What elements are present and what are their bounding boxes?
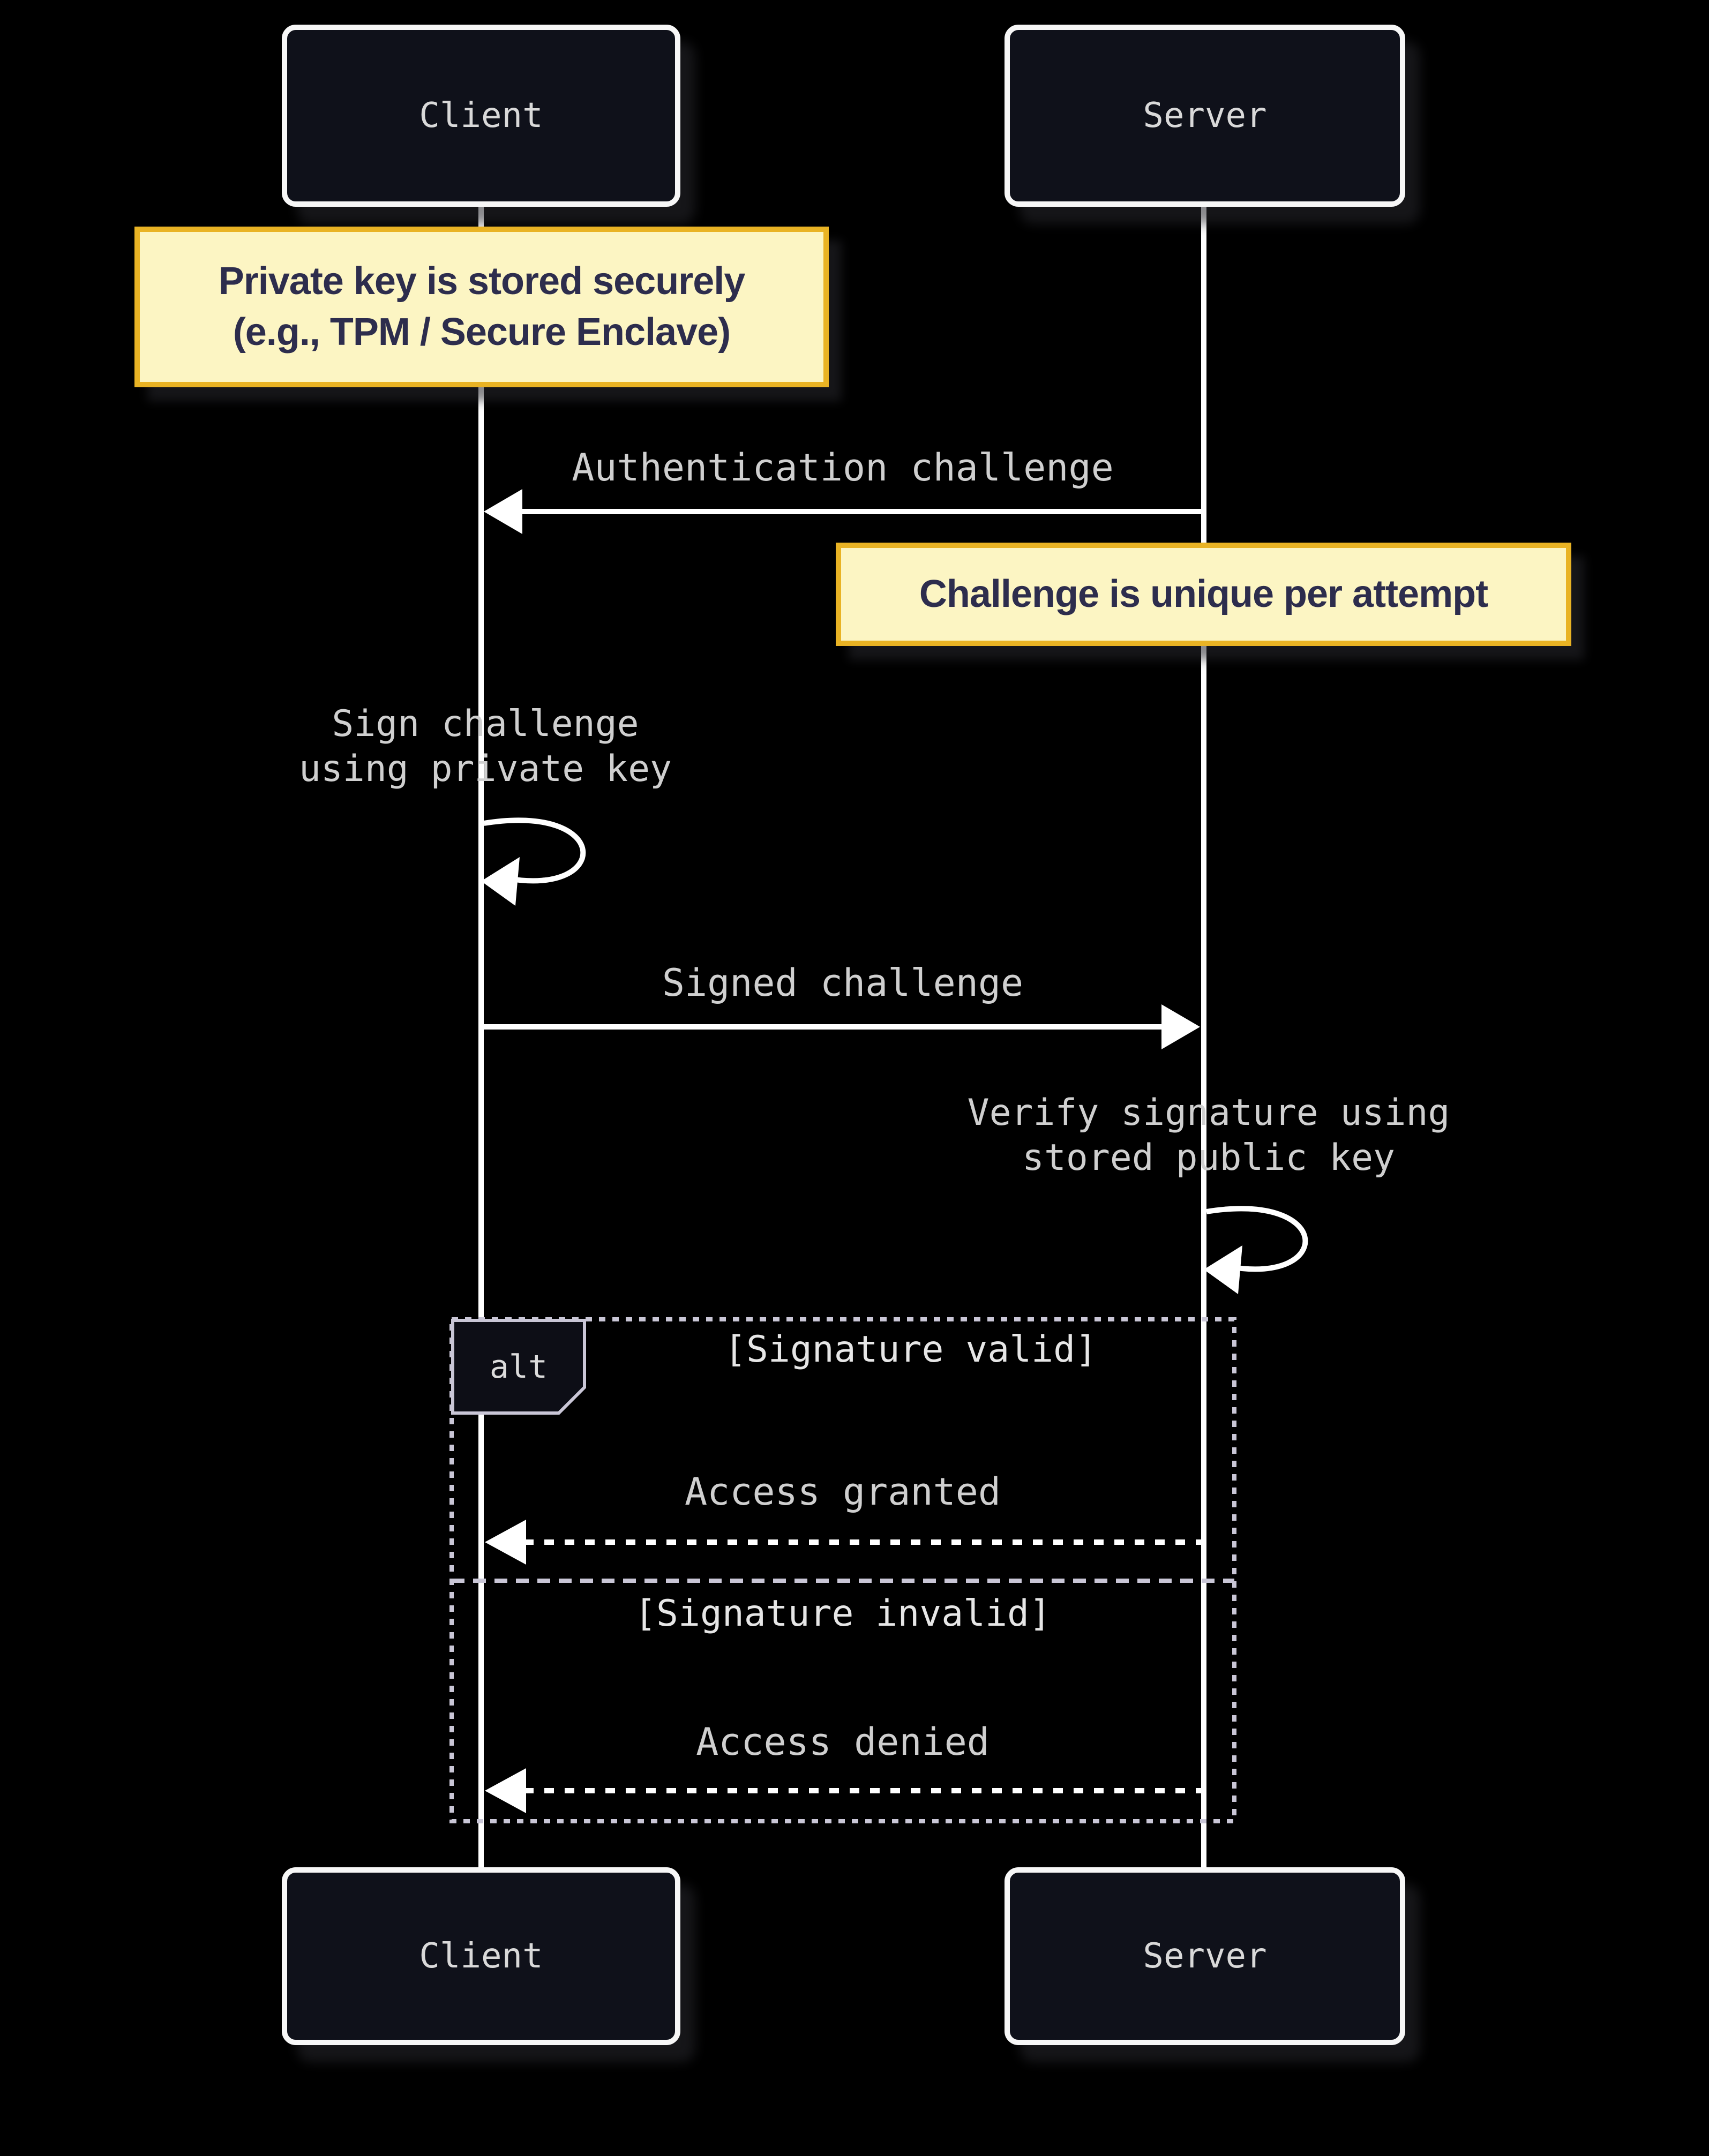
sign-challenge-self-loop (483, 817, 586, 884)
actor-client-bottom-label: Client (419, 1936, 543, 1976)
alt-frame (449, 1317, 1236, 1823)
alt-label: alt (489, 1348, 548, 1386)
guard-signature-invalid: [Signature invalid] (634, 1592, 1051, 1635)
sign-challenge-arrowhead (481, 857, 520, 906)
access-granted-arrowhead (485, 1520, 526, 1565)
sign-challenge-label: Sign challenge using private key (299, 703, 672, 791)
actor-server-top-label: Server (1143, 96, 1267, 136)
access-denied-label: Access denied (696, 1720, 990, 1764)
actor-server-top: Server (1005, 25, 1405, 207)
verify-signature-arrowhead (1204, 1245, 1242, 1294)
note-challenge-unique: Challenge is unique per attempt (836, 543, 1571, 646)
access-denied-arrowhead (485, 1768, 526, 1813)
actor-server-bottom-label: Server (1143, 1936, 1267, 1976)
signed-challenge-label: Signed challenge (662, 961, 1024, 1005)
auth-challenge-arrowhead (484, 489, 522, 534)
alt-label-box (451, 1319, 586, 1415)
access-granted-label: Access granted (684, 1470, 1001, 1514)
verify-signature-self-loop (1206, 1206, 1308, 1272)
verify-signature-label: Verify signature using stored public key (967, 1092, 1450, 1180)
signed-challenge-arrowhead (1161, 1004, 1200, 1049)
actor-client-bottom: Client (282, 1867, 680, 2045)
note-private-key: Private key is stored securely (e.g., TP… (134, 227, 829, 387)
auth-challenge-label: Authentication challenge (572, 446, 1114, 490)
actor-client-top-label: Client (419, 96, 543, 136)
actor-server-bottom: Server (1005, 1867, 1405, 2045)
guard-signature-valid: [Signature valid] (724, 1328, 1097, 1371)
actor-client-top: Client (282, 25, 680, 207)
